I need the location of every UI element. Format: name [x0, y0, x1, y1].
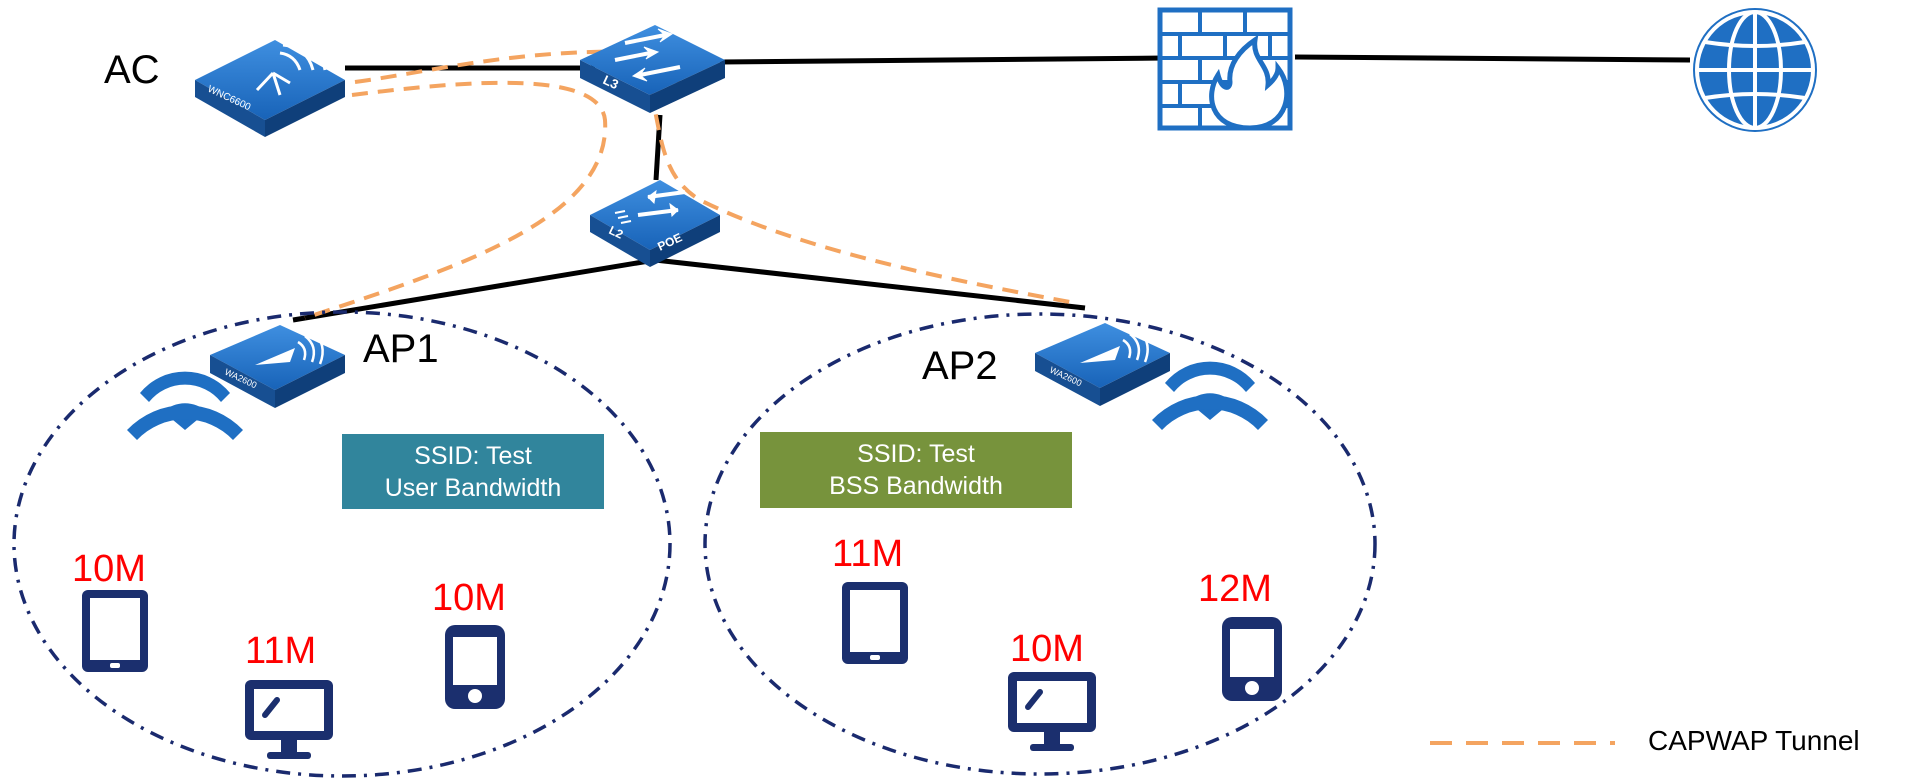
- ap2-coverage: [703, 312, 1377, 776]
- l3-switch-icon: L3: [580, 25, 725, 113]
- ap1-phone-rate: 10M: [432, 577, 506, 619]
- ap2-wifi-signal-icon: [1152, 361, 1268, 430]
- ap2-ssid-line2: BSS Bandwidth: [829, 472, 1003, 500]
- ap1-tablet-rate: 10M: [72, 548, 146, 590]
- l3-switch-label: L3: [601, 72, 621, 92]
- ap2-monitor-rate: 10M: [1010, 628, 1084, 670]
- wired-links: [292, 54, 1691, 323]
- ap1-monitor-icon: [245, 680, 333, 759]
- ap2-ssid-box: SSID: Test BSS Bandwidth: [760, 432, 1072, 508]
- tunnel-ac-ap1: [304, 80, 608, 320]
- link-l3-firewall: [719, 55, 1166, 65]
- ap1-monitor-rate: 11M: [245, 630, 317, 672]
- link-l2-ap1: [292, 257, 656, 323]
- l2-poe-switch-icon: L2 POE: [590, 180, 720, 267]
- legend-tunnel-label: CAPWAP Tunnel: [1648, 725, 1860, 756]
- ac-label: AC: [104, 48, 160, 92]
- ap2-monitor-icon: [1008, 672, 1096, 751]
- ap2-label: AP2: [922, 344, 998, 388]
- ap1-label: AP1: [363, 327, 439, 371]
- ap1-device-icon: WA2600: [210, 325, 345, 408]
- link-firewall-internet: [1294, 54, 1691, 63]
- ac-controller-icon: WNC6600: [195, 35, 345, 137]
- ap1-ssid-line2: User Bandwidth: [384, 473, 562, 502]
- ap2-phone-icon: [1222, 617, 1282, 701]
- ap2-tablet-icon: [842, 582, 908, 664]
- capwap-tunnels: [304, 49, 1071, 320]
- coverage-areas: [12, 310, 1377, 778]
- ap1-tablet-icon: [82, 590, 148, 672]
- ap1-ssid-line1: SSID: Test: [414, 441, 532, 470]
- l2-switch-label: L2: [607, 223, 626, 242]
- ap2-device-icon: WA2600: [1035, 323, 1170, 406]
- ap2-tablet-rate: 11M: [832, 533, 904, 575]
- firewall-icon: [1157, 7, 1293, 131]
- tunnel-ac-l3: [354, 49, 681, 102]
- flame-icon: [1209, 34, 1290, 131]
- ap1-wifi-signal-icon: [127, 371, 243, 440]
- ap2-phone-rate: 12M: [1198, 568, 1272, 610]
- ap1-coverage: [12, 310, 672, 778]
- ap1-ssid-box: SSID: Test User Bandwidth: [342, 434, 604, 509]
- ap2-ssid-line1: SSID: Test: [857, 440, 975, 468]
- link-l2-ap2: [654, 257, 1086, 311]
- ap1-phone-icon: [445, 625, 505, 709]
- internet-globe-icon: [1693, 8, 1817, 132]
- tunnel-ac-ap2: [638, 64, 1071, 304]
